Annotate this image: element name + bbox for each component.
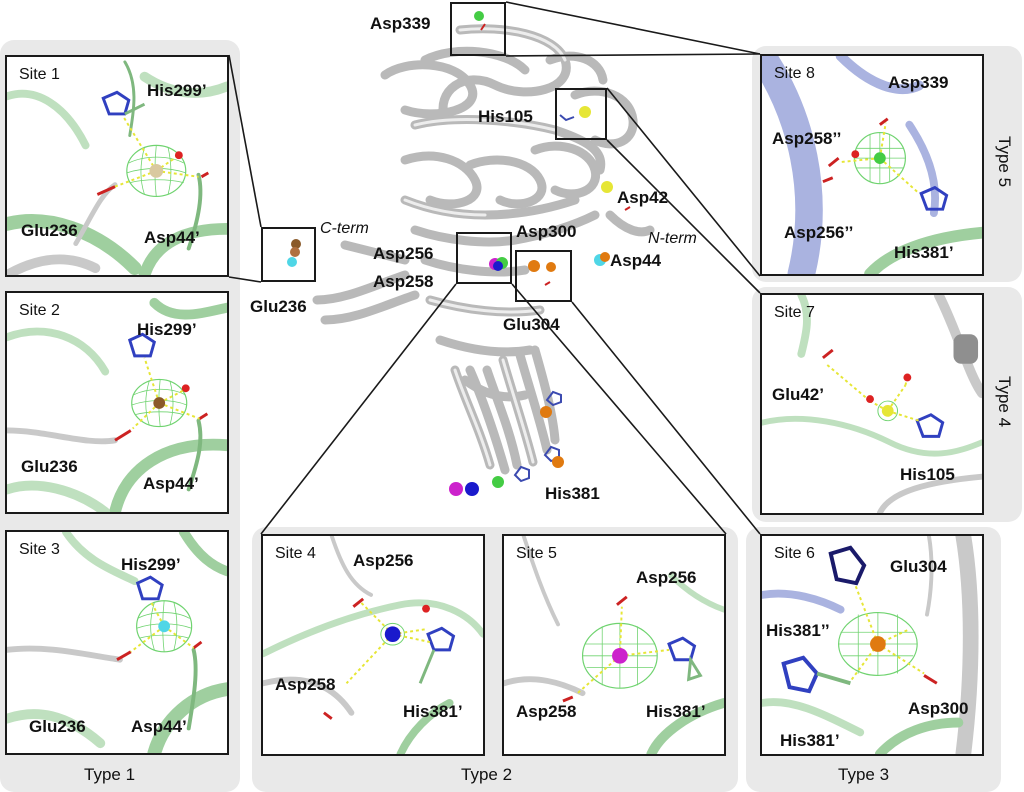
label-his105: His105	[478, 107, 533, 126]
label-asp339: Asp339	[370, 14, 431, 33]
site5-label-his381: His381’	[646, 702, 706, 721]
site3-label-glu236: Glu236	[29, 717, 86, 736]
panel-site-5: Site 5 Asp256 Asp258 His381’	[502, 534, 726, 756]
callout-box-glu304-site	[515, 250, 572, 302]
panel-site-8: Site 8 Asp339 Asp258’’ Asp256’’ His381’	[760, 54, 984, 276]
site2-title: Site 2	[19, 302, 60, 319]
site7-label-his105: His105	[900, 465, 955, 484]
label-his381: His381	[545, 484, 600, 503]
type5-label: Type 5	[995, 136, 1014, 188]
site1-label-asp44: Asp44’	[144, 228, 200, 247]
label-glu236: Glu236	[250, 297, 307, 316]
site5-label-asp258: Asp258	[516, 702, 577, 721]
site2-label-asp44: Asp44’	[143, 474, 199, 493]
callout-box-asp256-site	[456, 232, 512, 284]
site3-title: Site 3	[19, 541, 60, 558]
site3-label-his299: His299’	[121, 555, 181, 574]
panel-site-4: Site 4 Asp256 Asp258 His381’	[261, 534, 485, 756]
callout-box-glu236	[261, 227, 316, 282]
label-asp42: Asp42	[617, 188, 669, 207]
site5-label-asp256: Asp256	[636, 568, 697, 587]
site8-label-asp256-double: Asp256’’	[784, 223, 854, 242]
panel-site-7: Site 7 Glu42’ His105	[760, 293, 984, 515]
label-asp300: Asp300	[516, 222, 577, 241]
site2-label-his299: His299’	[137, 320, 197, 339]
callout-box-his105	[555, 88, 607, 140]
type4-label: Type 4	[995, 376, 1014, 428]
site8-label-asp339: Asp339	[888, 73, 949, 92]
label-glu304: Glu304	[503, 315, 560, 334]
site1-structure	[7, 60, 227, 275]
site4-title: Site 4	[275, 545, 316, 562]
site7-label-glu42: Glu42’	[772, 385, 824, 404]
type1-label: Type 1	[84, 765, 136, 784]
site1-label-glu236: Glu236	[21, 221, 78, 240]
site4-label-his381: His381’	[403, 702, 463, 721]
site6-label-glu304: Glu304	[890, 557, 947, 576]
site6-label-his381-double: His381’’	[766, 621, 830, 640]
callout-box-asp339	[450, 2, 506, 56]
panel-site-3: Site 3 His299’ Glu236 Asp44’	[5, 530, 229, 755]
label-n-term: N-term	[648, 230, 697, 247]
site7-title: Site 7	[774, 304, 815, 321]
panel-site-2: Site 2 His299’ Glu236 Asp44’	[5, 291, 229, 514]
label-asp44: Asp44	[610, 251, 662, 270]
label-asp258: Asp258	[373, 272, 434, 291]
site7-structure	[762, 295, 982, 513]
site5-structure	[504, 536, 724, 754]
panel-site-6: Site 6 Glu304 His381’’ Asp300 His381’	[760, 534, 984, 756]
site6-label-his381: His381’	[780, 731, 840, 750]
site1-label-his299: His299’	[147, 81, 207, 100]
site5-title: Site 5	[516, 545, 557, 562]
panel-site-1: Site 1 His299’ Glu236 Asp44’	[5, 55, 229, 277]
label-asp256: Asp256	[373, 244, 434, 263]
label-c-term: C-term	[320, 220, 369, 237]
site6-structure	[762, 536, 979, 754]
site8-structure	[762, 56, 982, 274]
site3-structure	[7, 532, 227, 753]
site6-title: Site 6	[774, 545, 815, 562]
site3-label-asp44: Asp44’	[131, 717, 187, 736]
site2-label-glu236: Glu236	[21, 457, 78, 476]
site4-label-asp256: Asp256	[353, 551, 414, 570]
site2-structure	[7, 297, 227, 512]
site6-label-asp300: Asp300	[908, 699, 969, 718]
site8-label-his381: His381’	[894, 243, 954, 262]
type2-label: Type 2	[461, 765, 513, 784]
site4-structure	[263, 536, 483, 754]
site8-title: Site 8	[774, 65, 815, 82]
site8-label-asp258-double: Asp258’’	[772, 129, 842, 148]
site1-title: Site 1	[19, 66, 60, 83]
site4-label-asp258: Asp258	[275, 675, 336, 694]
type3-label: Type 3	[838, 765, 890, 784]
